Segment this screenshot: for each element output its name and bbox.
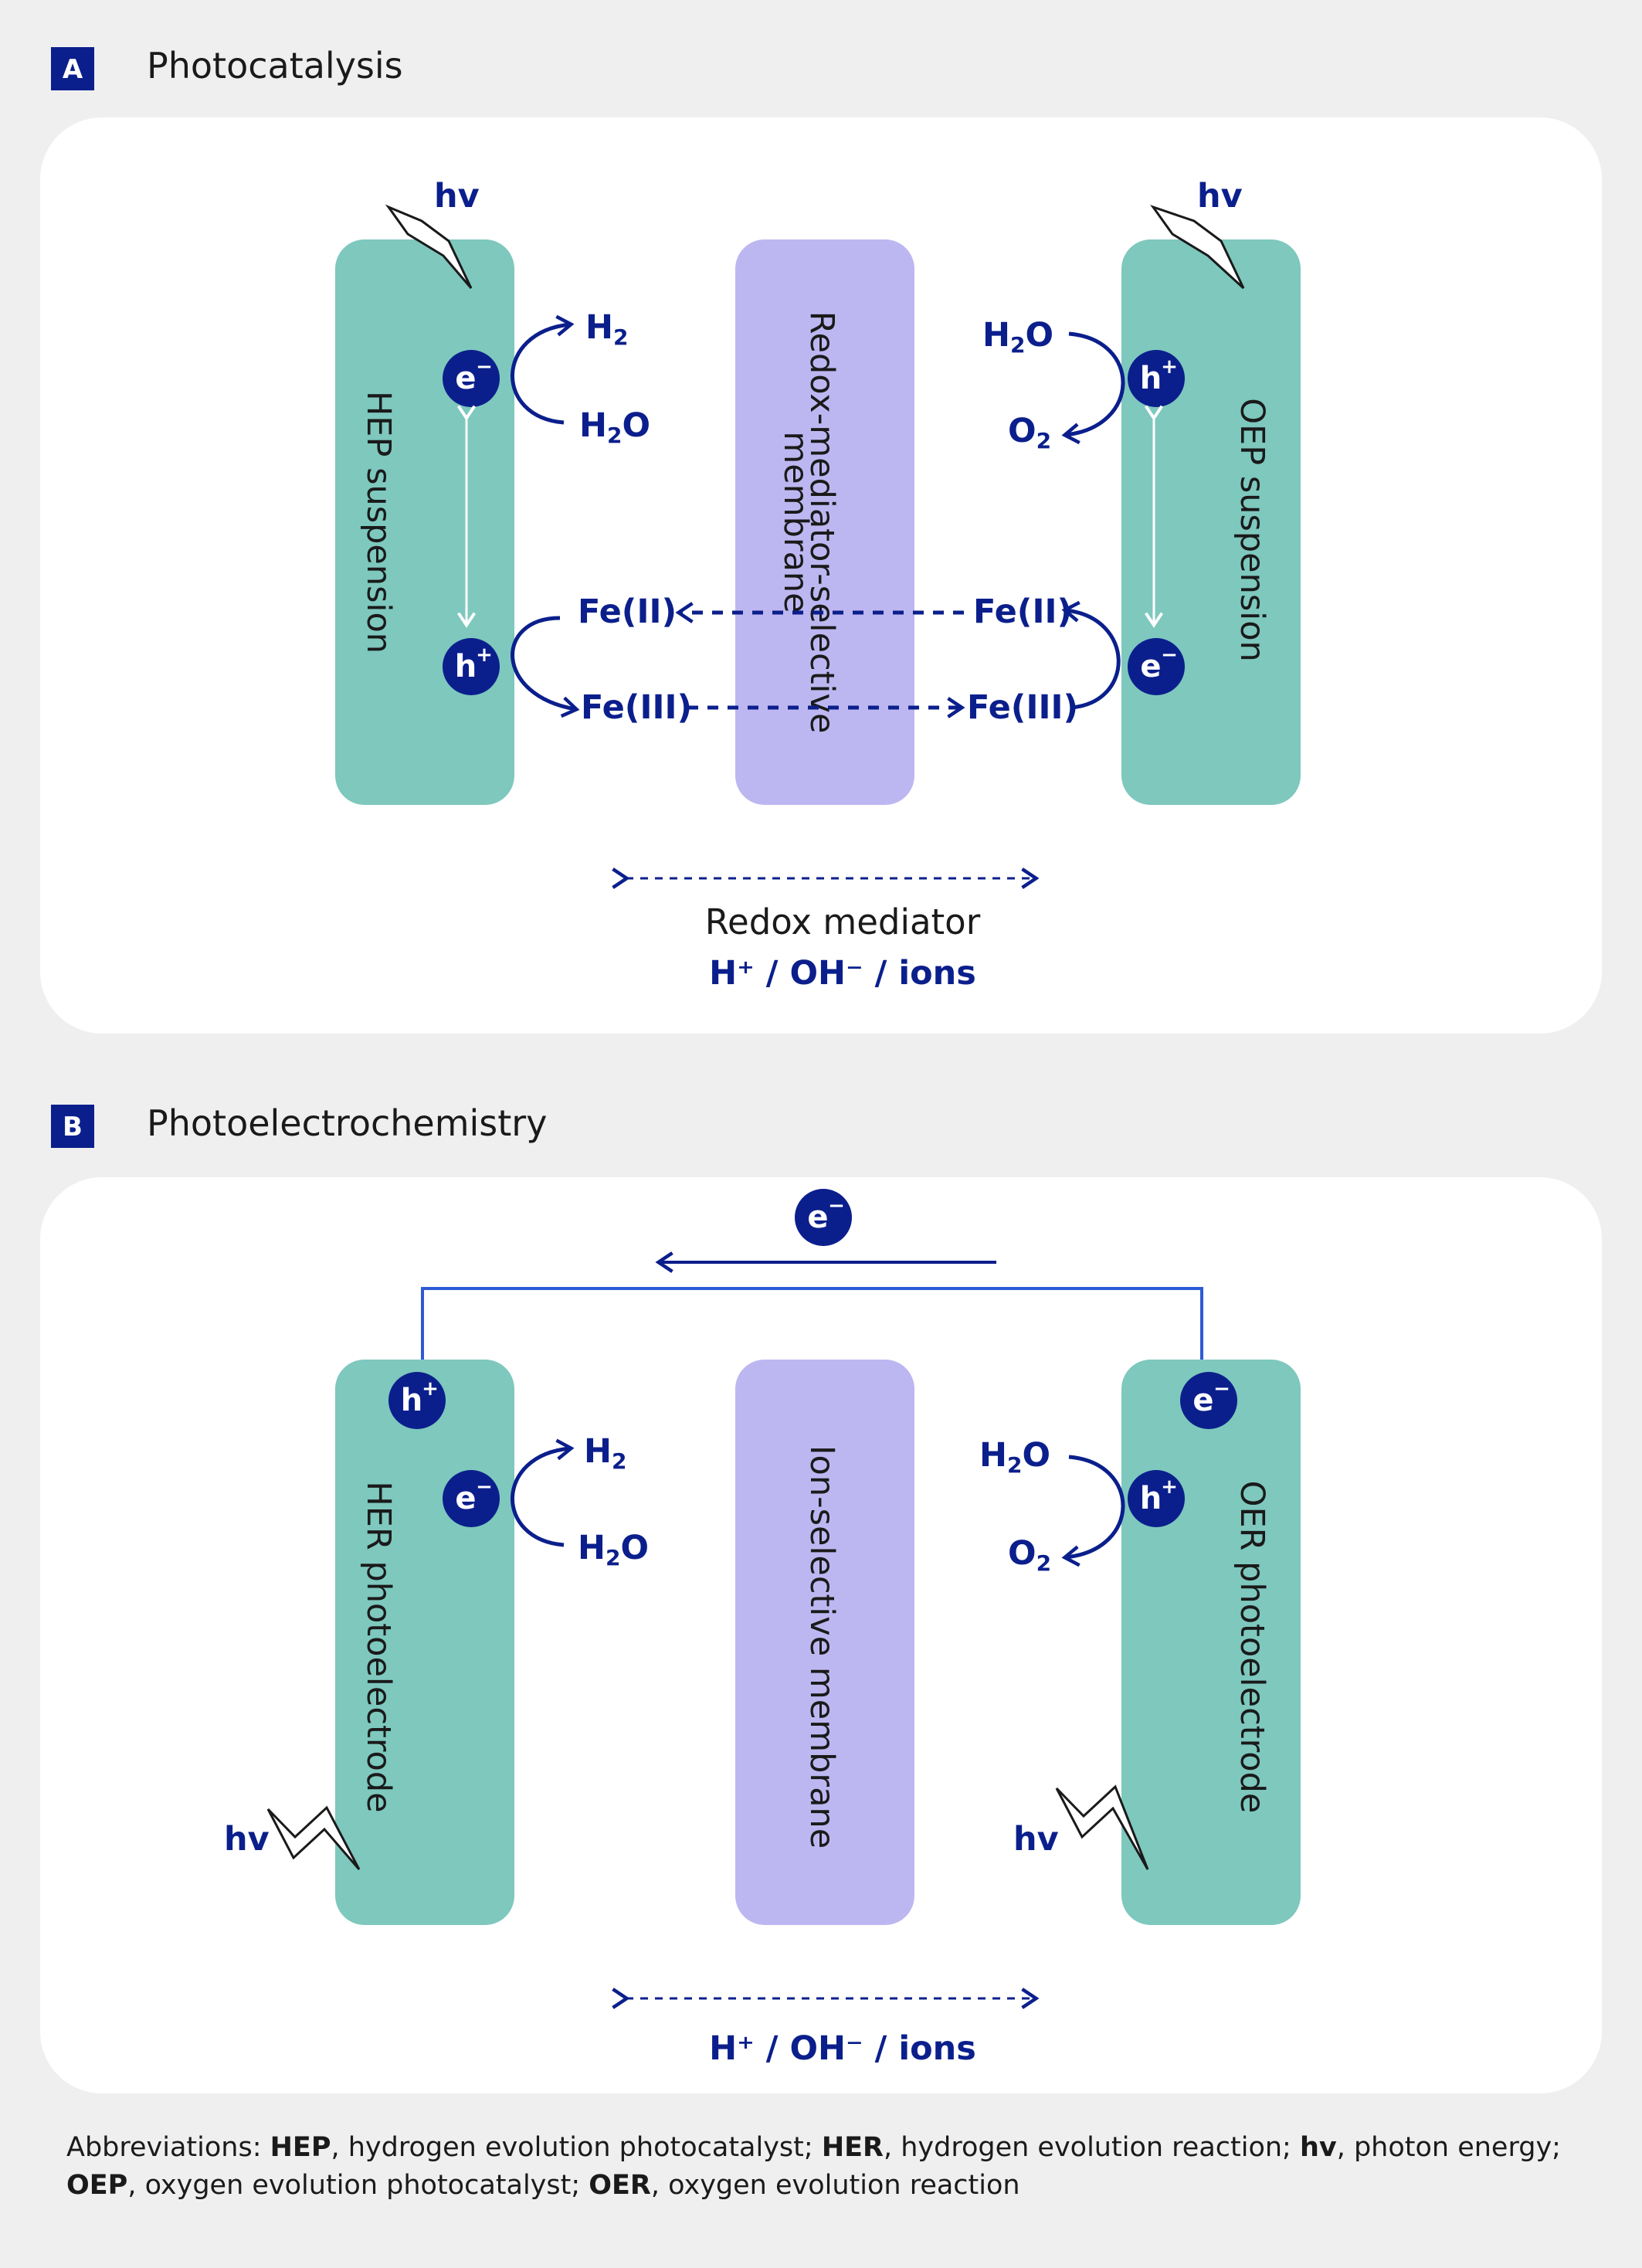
oep-suspension-block [1121, 239, 1301, 805]
oer-photoelectrode-block [1121, 1360, 1301, 1925]
o2-evolution-arrow-b [1061, 1455, 1125, 1567]
svg-text:e: e [807, 1200, 828, 1235]
svg-text:e: e [455, 1481, 476, 1516]
o2-label-b: O2 [1008, 1534, 1051, 1576]
fe2-label-a-left: Fe(II) [578, 592, 677, 631]
electron-bubble-b-right-top: e − [1180, 1372, 1237, 1429]
panel-a: A Photocatalysis HEP suspension Redox-me… [40, 45, 1602, 1034]
h2o-label-b-left: H2O [578, 1529, 649, 1570]
footnote-line2: OEP, oxygen evolution photocatalyst; OER… [66, 2170, 1020, 2201]
ions-label-b: H⁺ / OH⁻ / ions [709, 2029, 976, 2068]
panel-b: B Photoelectrochemistry e − HER photoele… [40, 1102, 1602, 2093]
oep-suspension-label: OEP suspension [1233, 398, 1271, 662]
svg-text:−: − [1161, 643, 1178, 667]
panel-a-letter-box [51, 47, 94, 90]
o2-evolution-arrow-a [1061, 331, 1125, 445]
footnote-line1: Abbreviations: HEP, hydrogen evolution p… [66, 2132, 1561, 2163]
hole-bubble-b-left-top: h + [388, 1372, 446, 1429]
svg-text:+: + [476, 643, 493, 667]
membrane-label-line2: membrane [776, 431, 815, 613]
ion-membrane-label: Ion-selective membrane [802, 1445, 841, 1849]
lightning-icon-b-left [266, 1805, 361, 1870]
redox-membrane-block [735, 239, 914, 805]
svg-text:−: − [476, 355, 493, 379]
ion-membrane-block [735, 1360, 914, 1925]
h2o-label-b-right: H2O [979, 1436, 1050, 1478]
svg-text:+: + [1161, 355, 1178, 379]
panel-b-letter-box [51, 1105, 94, 1148]
oer-photoelectrode-label: OER photoelectrode [1233, 1481, 1271, 1814]
h2o-label-a-left: H2O [579, 406, 650, 448]
electron-bubble-a-left: e − [443, 350, 500, 407]
svg-text:e: e [1192, 1383, 1213, 1418]
svg-text:e: e [1140, 649, 1161, 684]
panel-a-letter: A [63, 54, 83, 85]
h2-label-b: H2 [584, 1432, 626, 1474]
electron-bubble-a-right: e − [1128, 638, 1185, 695]
o2-label-a: O2 [1008, 412, 1051, 453]
svg-text:−: − [476, 1475, 493, 1499]
hv-label-a-left: hv [434, 177, 480, 216]
lightning-icon-b-right [1055, 1784, 1149, 1870]
h2o-label-a-right: H2O [982, 316, 1053, 358]
her-photoelectrode-label: HER photoelectrode [359, 1481, 398, 1812]
svg-text:e: e [455, 361, 476, 396]
svg-text:h: h [401, 1383, 422, 1418]
hv-label-a-right: hv [1197, 177, 1243, 216]
fe2-label-a-right: Fe(II) [973, 592, 1072, 631]
ions-label-a: H⁺ / OH⁻ / ions [709, 954, 976, 993]
fe-reduction-arrow-a-right [1061, 600, 1121, 710]
panel-b-title: Photoelectrochemistry [147, 1102, 547, 1144]
fe3-label-a-right: Fe(III) [967, 688, 1078, 727]
electron-bubble-wire: e − [795, 1189, 852, 1246]
fe-oxidation-arrow-a-left [511, 616, 580, 718]
hep-suspension-label: HEP suspension [359, 391, 398, 654]
membrane-label-line1: Redox-mediator-selective [802, 311, 841, 734]
lightning-icon-a-right [1150, 205, 1245, 290]
svg-text:+: + [422, 1377, 439, 1401]
svg-text:h: h [1140, 1481, 1162, 1516]
svg-text:h: h [455, 649, 477, 684]
redox-mediator-label: Redox mediator [705, 901, 981, 942]
h2-evolution-arrow-a [511, 314, 575, 425]
hole-bubble-a-left: h + [443, 638, 500, 695]
footnote: Abbreviations: HEP, hydrogen evolution p… [66, 2132, 1561, 2201]
electron-bubble-b-left: e − [443, 1470, 500, 1527]
hole-bubble-b-right: h + [1128, 1470, 1185, 1527]
svg-text:h: h [1140, 361, 1162, 396]
svg-text:+: + [1161, 1475, 1178, 1499]
external-circuit-wire [421, 1287, 1203, 1360]
h2-evolution-arrow-b [511, 1438, 575, 1547]
hv-label-b-right: hv [1013, 1820, 1059, 1859]
hv-label-b-left: hv [224, 1820, 270, 1859]
svg-text:−: − [828, 1194, 845, 1217]
lightning-icon-a-left [385, 204, 473, 289]
hole-bubble-a-right: h + [1128, 350, 1185, 407]
fe3-label-a-left: Fe(III) [581, 688, 692, 727]
panel-a-title: Photocatalysis [147, 45, 403, 87]
svg-text:−: − [1213, 1377, 1230, 1401]
h2-label-a: H2 [585, 308, 628, 350]
panel-b-letter: B [63, 1112, 83, 1142]
